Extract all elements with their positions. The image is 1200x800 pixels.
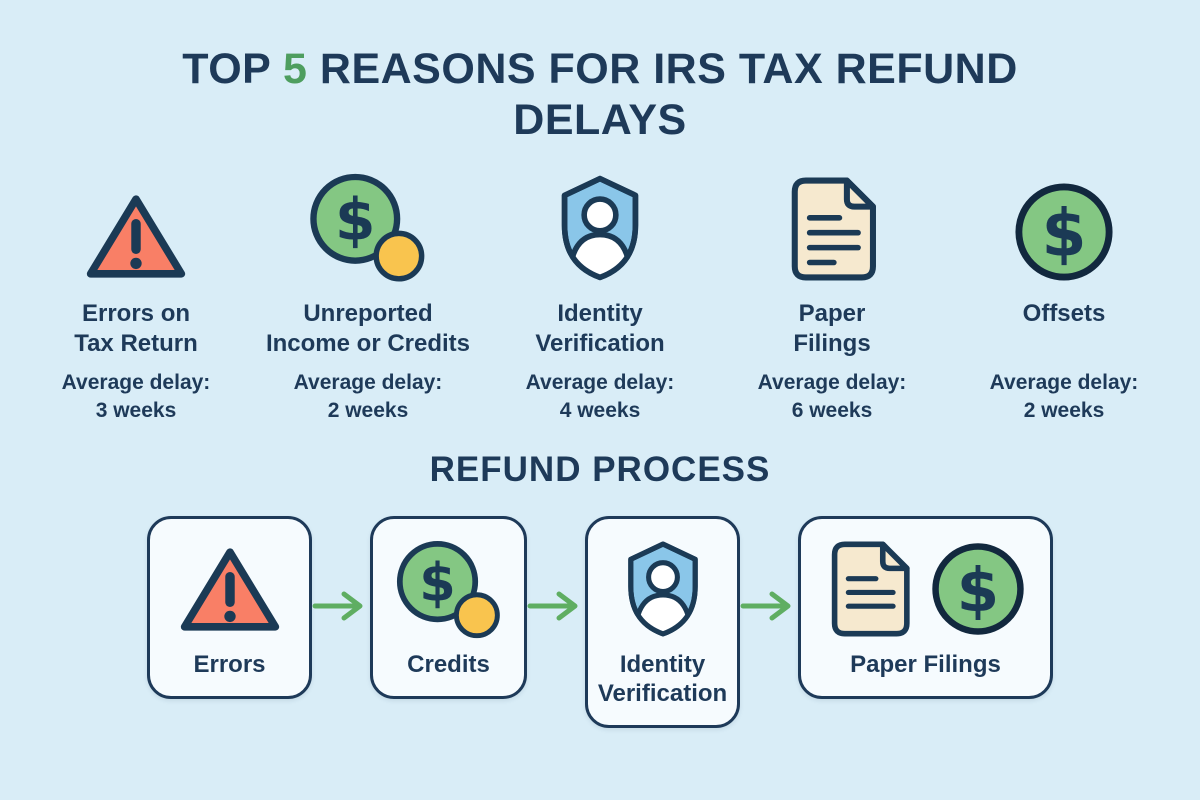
arrow-right-icon (312, 591, 363, 621)
reason-label: Unreported Income or Credits (265, 300, 471, 358)
paper-document-icon (831, 541, 910, 637)
dollar-sign: $ (1041, 197, 1086, 272)
step-label: Errors (193, 651, 266, 679)
reason-delay: Average delay: 6 weeks (722, 369, 942, 424)
refund-process-flow: Errors $ Credits (0, 516, 1200, 728)
step-label: Paper Filings (850, 651, 1001, 679)
paper-document-icon (722, 171, 942, 283)
dollar-sign: $ (956, 555, 998, 626)
page-title: TOP 5 REASONS FOR IRS TAX REFUND DELAYS (150, 0, 1050, 145)
reason-label: Errors on Tax Return (74, 300, 198, 358)
dollar-sign: $ (419, 553, 456, 614)
title-highlight-number: 5 (283, 45, 308, 93)
arrow-right-icon (527, 591, 578, 621)
delay-value: 2 weeks (1023, 398, 1105, 422)
reasons-row: Errors on Tax Return Average delay: 3 we… (20, 171, 1180, 424)
dollar-circle-icon: $ (954, 171, 1174, 283)
process-heading: REFUND PROCESS (429, 450, 771, 490)
dollar-sign: $ (335, 186, 375, 254)
delay-value: 4 weeks (559, 398, 641, 422)
dollar-coin-icon: $ (393, 539, 505, 639)
process-step-paper-filings: $ Paper Filings (798, 516, 1053, 699)
title-prefix: TOP (182, 45, 284, 93)
reason-delay: Average delay: 4 weeks (490, 369, 710, 424)
delay-value: 6 weeks (791, 398, 873, 422)
arrow-right-icon (740, 591, 791, 621)
reason-column-unreported-income: $ Unreported Income or Credits Average d… (252, 171, 484, 424)
reason-column-errors: Errors on Tax Return Average delay: 3 we… (20, 171, 252, 424)
reason-delay: Average delay: 2 weeks (954, 369, 1174, 424)
delay-label: Average delay: (61, 371, 211, 395)
warning-triangle-icon (26, 171, 246, 283)
reason-column-paper-filings: Paper Filings Average delay: 6 weeks (716, 171, 948, 424)
reason-delay: Average delay: 2 weeks (258, 369, 478, 424)
reason-column-offsets: $ Offsets Average delay: 2 weeks (948, 171, 1180, 424)
reason-delay: Average delay: 3 weeks (26, 369, 246, 424)
reason-column-identity-verification: Identity Verification Average delay: 4 w… (484, 171, 716, 424)
dollar-coin-icon: $ (258, 171, 478, 283)
delay-label: Average delay: (989, 371, 1139, 395)
delay-label: Average delay: (293, 371, 443, 395)
step-label: Identity Verification (597, 651, 728, 707)
paper-document-and-dollar-icon: $ (826, 539, 1026, 639)
step-label: Credits (407, 651, 490, 679)
shield-person-icon (490, 171, 710, 283)
delay-label: Average delay: (757, 371, 907, 395)
shield-person-icon (621, 539, 705, 639)
delay-label: Average delay: (525, 371, 675, 395)
reason-label: Paper Filings (793, 300, 871, 358)
delay-value: 2 weeks (327, 398, 409, 422)
process-step-identity-verification: Identity Verification (585, 516, 740, 728)
title-suffix: REASONS FOR IRS TAX REFUND DELAYS (307, 45, 1018, 144)
reason-label: Offsets (1022, 300, 1106, 328)
warning-triangle-icon (178, 539, 282, 639)
process-step-credits: $ Credits (370, 516, 527, 699)
dollar-circle-icon: $ (931, 543, 1024, 635)
reason-label: Identity Verification (535, 300, 665, 358)
process-step-errors: Errors (147, 516, 312, 699)
delay-value: 3 weeks (95, 398, 177, 422)
